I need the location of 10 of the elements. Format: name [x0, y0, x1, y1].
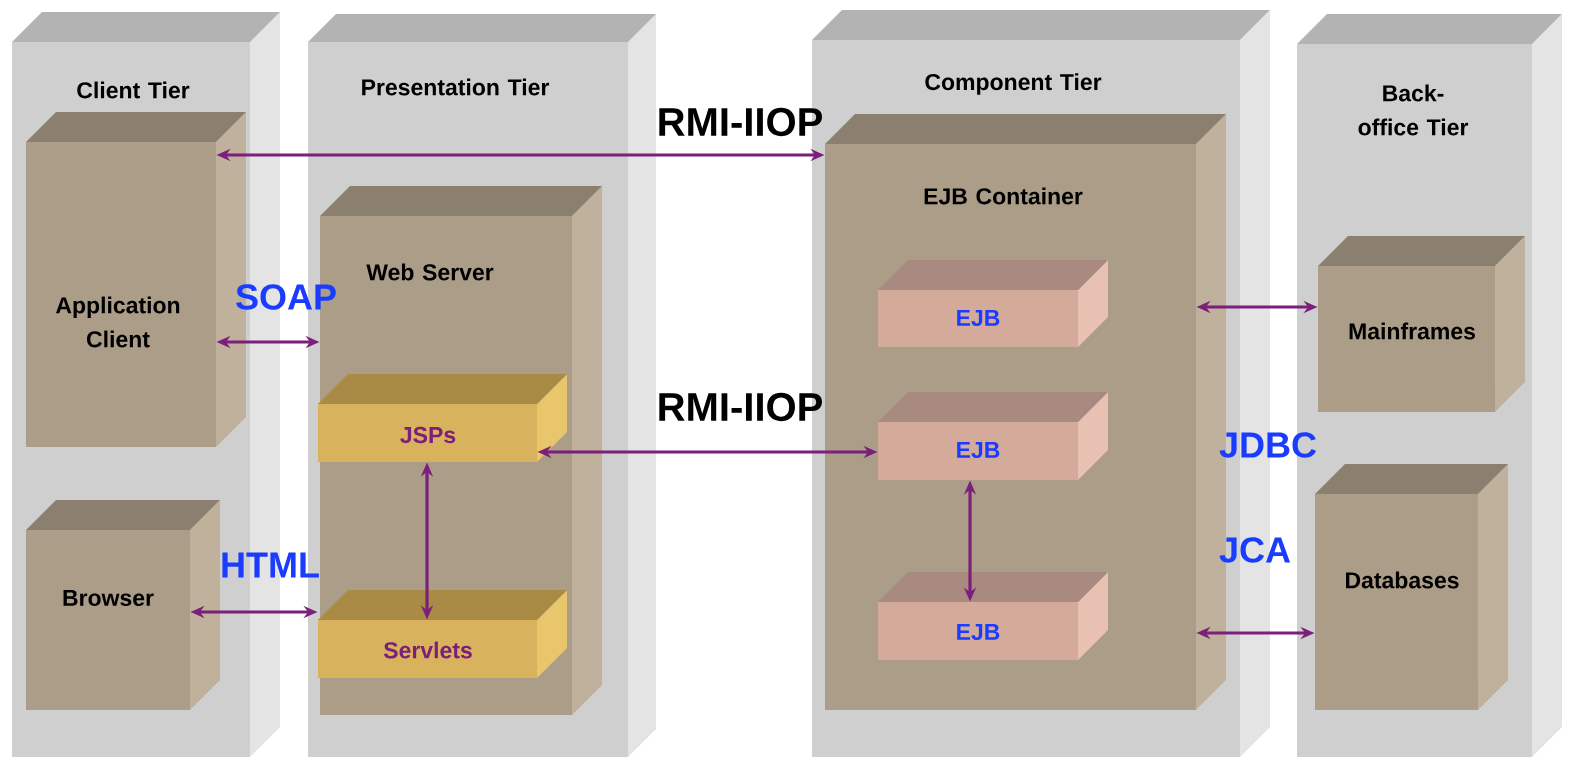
- system-box: Databases: [1315, 464, 1508, 710]
- ejb-box: EJB: [878, 392, 1108, 480]
- edge-label: RMI-IIOP: [659, 107, 822, 137]
- component-box: JSPs: [318, 374, 567, 462]
- system-box: Mainframes: [1318, 236, 1525, 412]
- client-box: Browser: [26, 500, 220, 710]
- ejb-box: EJB: [878, 572, 1108, 660]
- ejb-box: EJB: [878, 260, 1108, 347]
- edge-label: RMI-IIOP: [659, 392, 822, 422]
- component-box: Servlets: [318, 590, 567, 678]
